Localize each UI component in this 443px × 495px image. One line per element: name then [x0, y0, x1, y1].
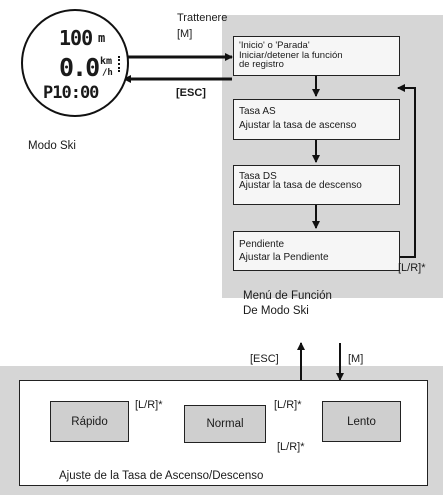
esc-transfer-label: [ESC]: [250, 353, 279, 365]
lr-key-label: [L/R]*: [398, 262, 426, 274]
menu-item-description: Iniciar/detener la función: [239, 50, 343, 61]
watch-speed-value: 0.0: [59, 53, 100, 82]
watch-altitude-value: 100: [59, 26, 93, 50]
rate-settings-caption: Ajuste de la Tasa de Ascenso/Descenso: [59, 470, 264, 482]
watch-side-indicator: [118, 56, 122, 72]
rate-option-lento: Lento: [322, 401, 401, 442]
menu-item-title: Tasa DS: [239, 171, 277, 182]
lr-label-right: [L/R]*: [274, 399, 302, 411]
menu-item-start-stop: 'Inicio' o 'Parada' Iniciar/detener la f…: [233, 36, 400, 76]
menu-item-slope: Pendiente Ajustar la Pendiente: [233, 231, 400, 271]
hold-key-m: [M]: [177, 28, 193, 40]
menu-item-title: Pendiente: [239, 239, 285, 250]
menu-item-descent-rate: Tasa DS Ajustar la tasa de descenso: [233, 165, 400, 205]
rate-option-rapido: Rápido: [50, 401, 129, 442]
menu-item-description: Ajustar la Pendiente: [239, 252, 329, 263]
menu-item-title: Tasa AS: [239, 106, 276, 117]
menu-item-title: 'Inicio' o 'Parada': [239, 40, 310, 51]
watch-mode-caption: Modo Ski: [28, 140, 76, 152]
lr-label-left: [L/R]*: [135, 399, 163, 411]
menu-caption-line2: De Modo Ski: [243, 305, 309, 317]
menu-caption-line1: Menú de Función: [243, 290, 332, 302]
arrow-loop-back: [397, 84, 416, 258]
menu-item-ascent-rate: Tasa AS Ajustar la tasa de ascenso: [233, 99, 400, 140]
menu-item-description-cont: de registro: [239, 59, 284, 70]
esc-key-label: [ESC]: [176, 87, 206, 99]
watch-display: 100 m 0.0 km /h P10:00: [21, 9, 129, 117]
rate-option-normal: Normal: [184, 405, 266, 443]
watch-speed-unit-top: km: [100, 56, 113, 67]
menu-item-description: Ajustar la tasa de descenso: [239, 180, 362, 191]
watch-time-value: P10:00: [43, 83, 99, 103]
hold-label: Trattenere: [177, 12, 228, 24]
watch-speed-unit-bottom: /h: [102, 68, 113, 78]
m-transfer-label: [M]: [348, 353, 364, 365]
watch-altitude-unit: m: [98, 31, 106, 45]
lr-label-bottom: [L/R]*: [277, 441, 305, 453]
menu-item-description: Ajustar la tasa de ascenso: [239, 120, 357, 131]
